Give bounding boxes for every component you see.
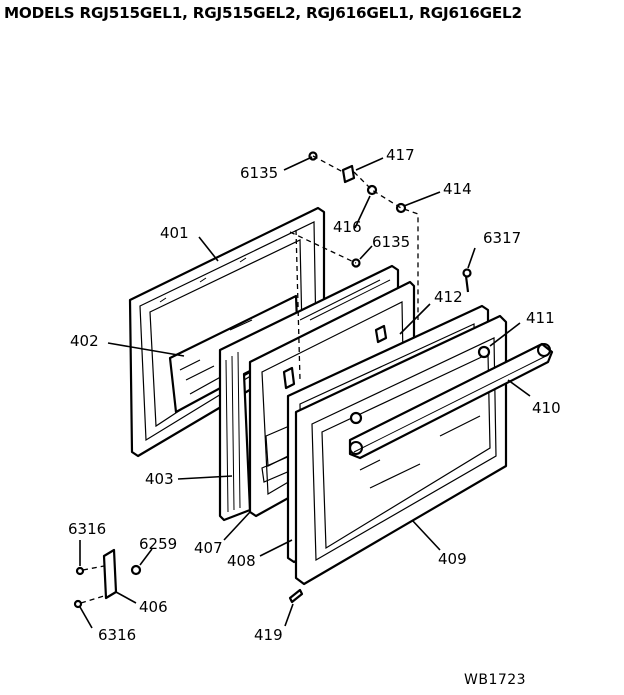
assembly-line-2 xyxy=(353,171,419,320)
assembly-line-3 xyxy=(295,229,301,381)
handle-screw-lower xyxy=(349,411,363,425)
callout-419: 419 xyxy=(254,626,283,644)
models-title: MODELS RGJ515GEL1, RGJ515GEL2, RGJ616GEL… xyxy=(4,4,522,22)
callout-406: 406 xyxy=(139,598,168,616)
callout-402: 402 xyxy=(70,332,99,350)
callout-410: 410 xyxy=(532,399,561,417)
assembly-line-1 xyxy=(312,155,344,173)
callout-6135-top: 6135 xyxy=(240,164,278,182)
washer-414 xyxy=(395,202,407,214)
callout-6135-mid: 6135 xyxy=(372,233,410,251)
callout-417: 417 xyxy=(386,146,415,164)
callout-408: 408 xyxy=(227,552,256,570)
callout-6316-bottom: 6316 xyxy=(98,626,136,644)
callout-407: 407 xyxy=(194,539,223,557)
leader-lines xyxy=(79,156,531,629)
callout-403: 403 xyxy=(145,470,174,488)
handle-screw-411 xyxy=(477,345,491,359)
callout-6259: 6259 xyxy=(139,535,177,553)
callout-6317: 6317 xyxy=(483,229,521,247)
callout-416: 416 xyxy=(333,218,362,236)
screw-6317 xyxy=(462,268,472,278)
door-handle-410 xyxy=(348,342,554,460)
callout-411: 411 xyxy=(526,309,555,327)
drawing-code: WB1723 xyxy=(464,672,526,688)
callout-412: 412 xyxy=(434,288,463,306)
lower-hinge-406 xyxy=(73,548,304,609)
callout-414: 414 xyxy=(443,180,472,198)
screw-419 xyxy=(288,588,304,604)
outer-door-409 xyxy=(294,314,508,586)
callout-6316-top: 6316 xyxy=(68,520,106,538)
callout-401: 401 xyxy=(160,224,189,242)
assembly-line-4 xyxy=(289,231,357,264)
callout-409: 409 xyxy=(438,550,467,568)
bracket-417 xyxy=(341,164,356,184)
